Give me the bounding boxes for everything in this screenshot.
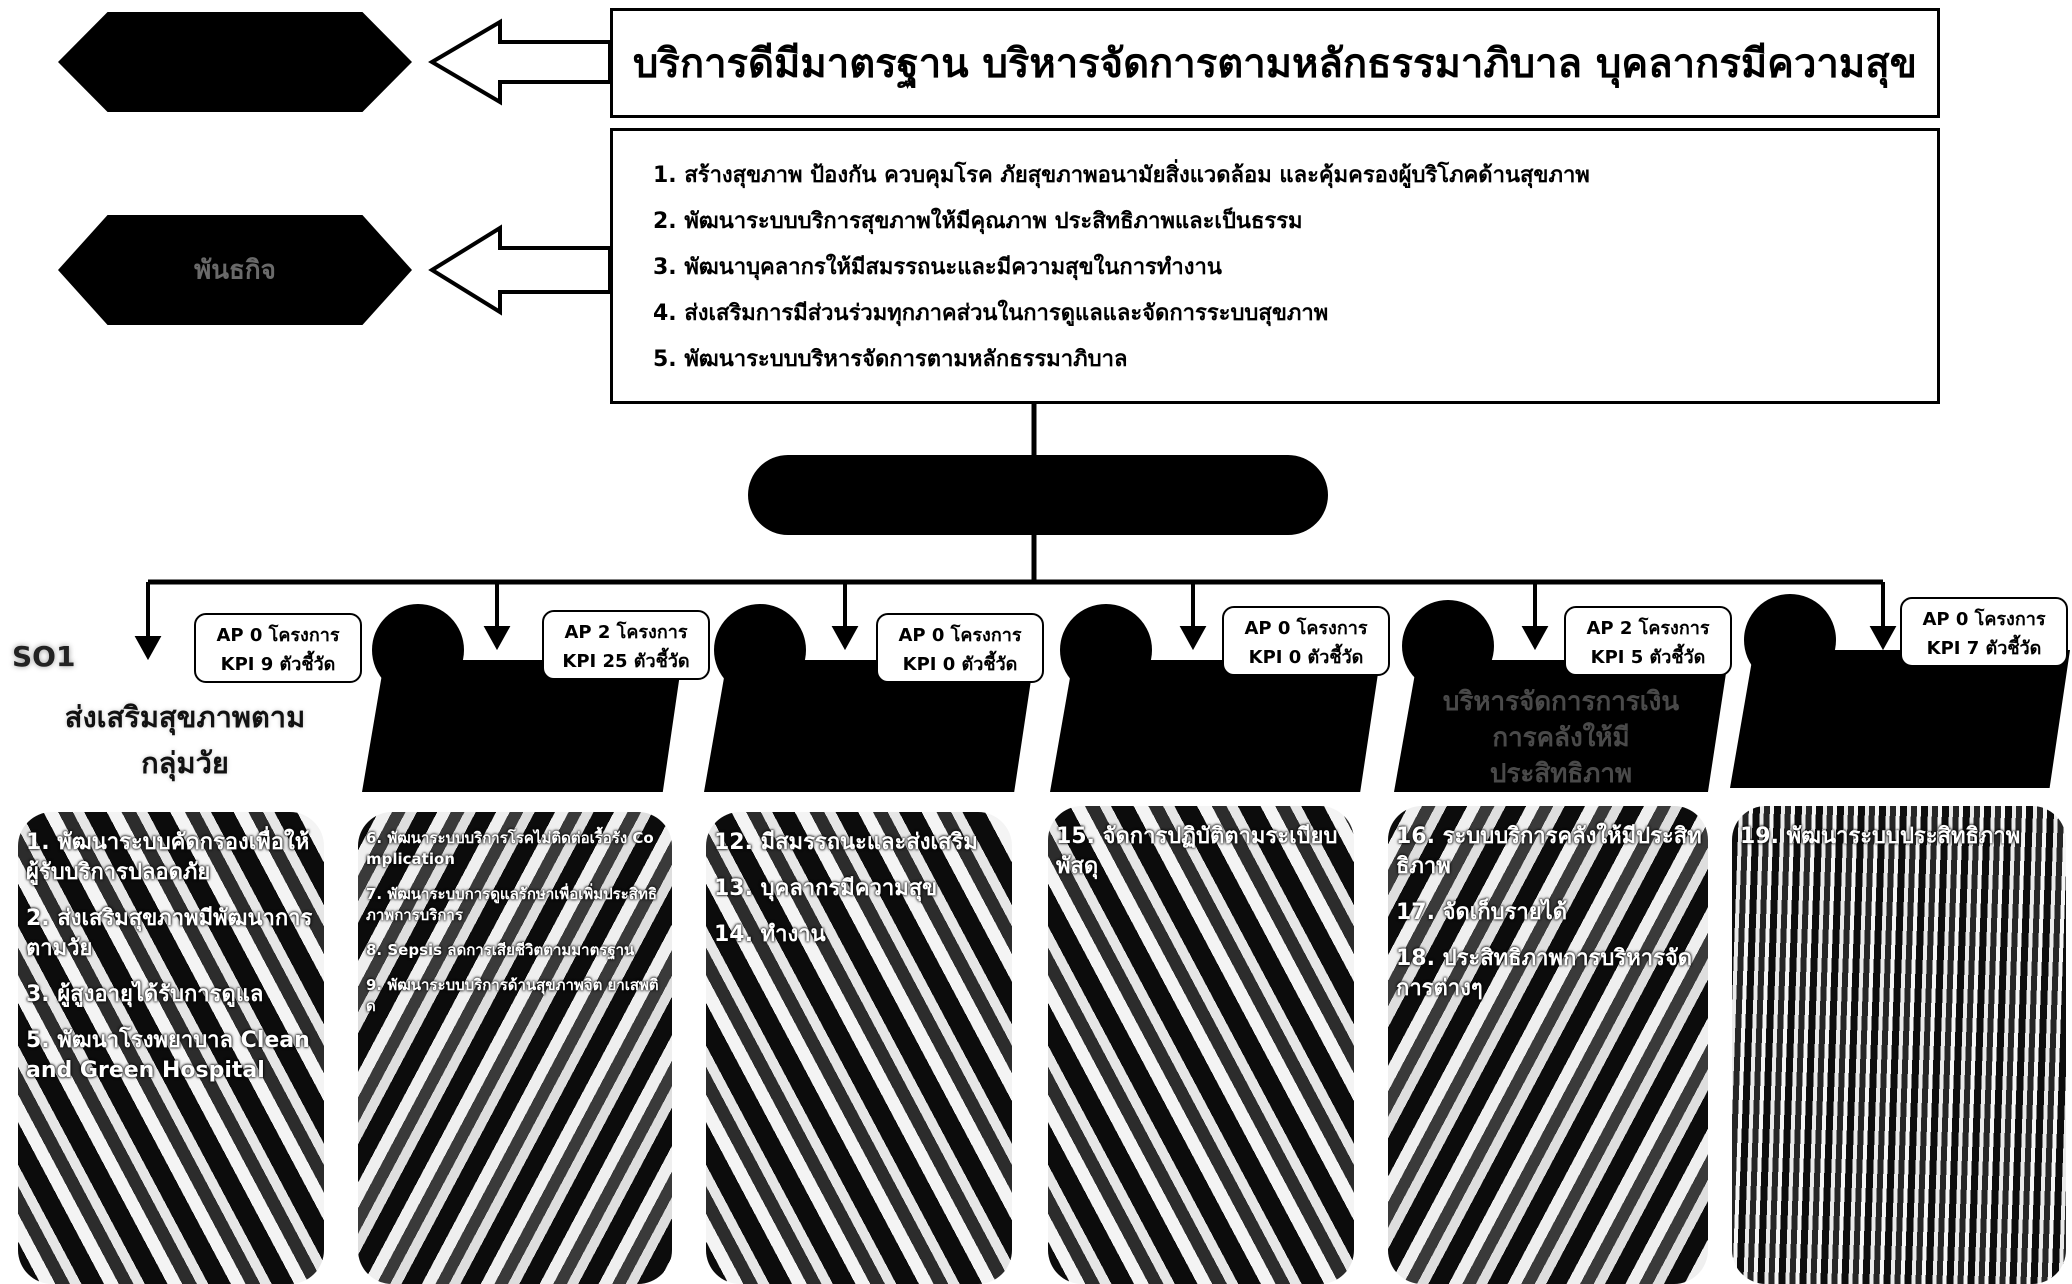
- strategy-item: 17. จัดเก็บรายได้: [1396, 900, 1568, 925]
- ap-kpi-badge: AP 2 โครงการ KPI 25 ตัวชี้วัด: [542, 610, 710, 680]
- strategy-items: 1. พัฒนาระบบคัดกรองเพื่อให้ผู้รับบริการป…: [26, 828, 318, 1102]
- kpi-count: KPI 25 ตัวชี้วัด: [562, 651, 690, 672]
- strategy-items: 12. มีสมรรถนะและส่งเสริม 13. บุคลากรมีคว…: [714, 828, 1006, 966]
- kpi-count: KPI 0 ตัวชี้วัด: [1248, 647, 1364, 668]
- strategy-banner: [1050, 660, 1380, 792]
- mission-arrow: [428, 224, 612, 316]
- strategy-items: 16. ระบบบริการคลังให้มีประสิทธิภาพ 17. จ…: [1396, 822, 1702, 1020]
- ap-kpi-badge: AP 0 โครงการ KPI 9 ตัวชี้วัด: [194, 613, 362, 683]
- strategy-title: ส่งเสริมสุขภาพตาม กลุ่มวัย: [40, 694, 330, 786]
- mission-item: 4. ส่งเสริมการมีส่วนร่วมทุกภาคส่วนในการด…: [653, 301, 1329, 326]
- strategy-title-line: ส่งเสริมสุขภาพตาม: [64, 700, 306, 734]
- strategy-item: 16. ระบบบริการคลังให้มีประสิทธิภาพ: [1396, 824, 1702, 879]
- strategy-item: 13. บุคลากรมีความสุข: [714, 876, 938, 901]
- strategy-item: 15. จัดการปฏิบัติตามระเบียบพัสดุ: [1056, 824, 1338, 879]
- mission-hexagon-label: พันธกิจ: [194, 255, 276, 286]
- kpi-count: KPI 9 ตัวชี้วัด: [220, 654, 336, 675]
- ap-count: AP 0 โครงการ: [1244, 618, 1368, 639]
- mission-item: 2. พัฒนาระบบบริการสุขภาพให้มีคุณภาพ ประส…: [653, 209, 1303, 234]
- strategy-title-line: กลุ่มวัย: [141, 746, 229, 780]
- strategy-item: 18. ประสิทธิภาพการบริหารจัดการต่างๆ: [1396, 946, 1693, 1001]
- strategy-item: 5. พัฒนาโรงพยาบาล Clean and Green Hospit…: [26, 1028, 310, 1083]
- strategy-banner: [362, 660, 682, 792]
- ap-count: AP 0 โครงการ: [216, 625, 340, 646]
- strategy-item: 12. มีสมรรถนะและส่งเสริม: [714, 830, 978, 855]
- strategy-banner: บริหารจัดการการเงินการคลังให้มีประสิทธิภ…: [1394, 660, 1728, 792]
- strategy-item: 9. พัฒนาระบบบริการด้านสุขภาพจิต ยาเสพติด: [366, 976, 659, 1015]
- strategy-items: 19. พัฒนาระบบประสิทธิภาพ: [1740, 822, 2060, 868]
- strategy-card: 16. ระบบบริการคลังให้มีประสิทธิภาพ 17. จ…: [1388, 806, 1708, 1284]
- so-label: SO1: [12, 640, 76, 673]
- strategy-items: 6. พัฒนาระบบบริการโรคไม่ติดต่อเรื้อรัง C…: [366, 828, 666, 1031]
- strategy-items: 15. จัดการปฏิบัติตามระเบียบพัสดุ: [1056, 822, 1348, 898]
- strategy-item: 14. ทำงาน: [714, 922, 826, 947]
- strategy-item: 3. ผู้สูงอายุได้รับการดูแล: [26, 982, 264, 1007]
- ap-count: AP 2 โครงการ: [564, 622, 688, 643]
- vision-text: บริการดีมีมาตรฐาน บริหารจัดการตามหลักธรร…: [632, 41, 1917, 87]
- strategy-banner: [1730, 650, 2070, 788]
- vision-box: บริการดีมีมาตรฐาน บริหารจัดการตามหลักธรร…: [610, 8, 1940, 118]
- strategy-banner-label: บริหารจัดการการเงินการคลังให้มีประสิทธิภ…: [1442, 686, 1680, 789]
- strategy-card: 1. พัฒนาระบบคัดกรองเพื่อให้ผู้รับบริการป…: [18, 812, 324, 1284]
- strategy-item: 1. พัฒนาระบบคัดกรองเพื่อให้ผู้รับบริการป…: [26, 830, 310, 885]
- strategy-card: 19. พัฒนาระบบประสิทธิภาพ: [1732, 806, 2066, 1284]
- ap-count: AP 0 โครงการ: [1922, 609, 2046, 630]
- ap-kpi-badge: AP 2 โครงการ KPI 5 ตัวชี้วัด: [1564, 606, 1732, 676]
- mission-hexagon: พันธกิจ: [58, 215, 412, 325]
- mission-item: 5. พัฒนาระบบบริหารจัดการตามหลักธรรมาภิบา…: [653, 347, 1128, 372]
- strategy-pill: [748, 455, 1328, 535]
- ap-count: AP 0 โครงการ: [898, 625, 1022, 646]
- strategy-card: 6. พัฒนาระบบบริการโรคไม่ติดต่อเรื้อรัง C…: [358, 812, 672, 1284]
- mission-item: 1. สร้างสุขภาพ ป้องกัน ควบคุมโรค ภัยสุขภ…: [653, 163, 1590, 188]
- strategy-item: 7. พัฒนาระบบการดูแลรักษาเพื่อเพิ่มประสิท…: [366, 885, 657, 924]
- mission-item: 3. พัฒนาบุคลากรให้มีสมรรถนะและมีความสุขใ…: [653, 255, 1222, 280]
- ap-count: AP 2 โครงการ: [1586, 618, 1710, 639]
- strategy-item: 6. พัฒนาระบบบริการโรคไม่ติดต่อเรื้อรัง C…: [366, 829, 654, 868]
- kpi-count: KPI 7 ตัวชี้วัด: [1926, 638, 2042, 659]
- vision-arrow: [428, 18, 612, 106]
- vision-hexagon: [58, 12, 412, 112]
- kpi-count: KPI 0 ตัวชี้วัด: [902, 654, 1018, 675]
- ap-kpi-badge: AP 0 โครงการ KPI 7 ตัวชี้วัด: [1900, 597, 2068, 667]
- mission-list: 1. สร้างสุขภาพ ป้องกัน ควบคุมโรค ภัยสุขภ…: [653, 153, 1590, 383]
- strategy-card: 12. มีสมรรถนะและส่งเสริม 13. บุคลากรมีคว…: [706, 812, 1012, 1284]
- ap-kpi-badge: AP 0 โครงการ KPI 0 ตัวชี้วัด: [1222, 606, 1390, 676]
- strategy-card: 15. จัดการปฏิบัติตามระเบียบพัสดุ: [1048, 806, 1354, 1284]
- ap-kpi-badge: AP 0 โครงการ KPI 0 ตัวชี้วัด: [876, 613, 1044, 683]
- strategy-item: 8. Sepsis ลดการเสียชีวิตตามมาตรฐาน: [366, 941, 635, 959]
- strategy-item: 2. ส่งเสริมสุขภาพมีพัฒนาการตามวัย: [26, 906, 313, 961]
- strategy-item: 19. พัฒนาระบบประสิทธิภาพ: [1740, 824, 2021, 849]
- kpi-count: KPI 5 ตัวชี้วัด: [1590, 647, 1706, 668]
- mission-box: 1. สร้างสุขภาพ ป้องกัน ควบคุมโรค ภัยสุขภ…: [610, 128, 1940, 404]
